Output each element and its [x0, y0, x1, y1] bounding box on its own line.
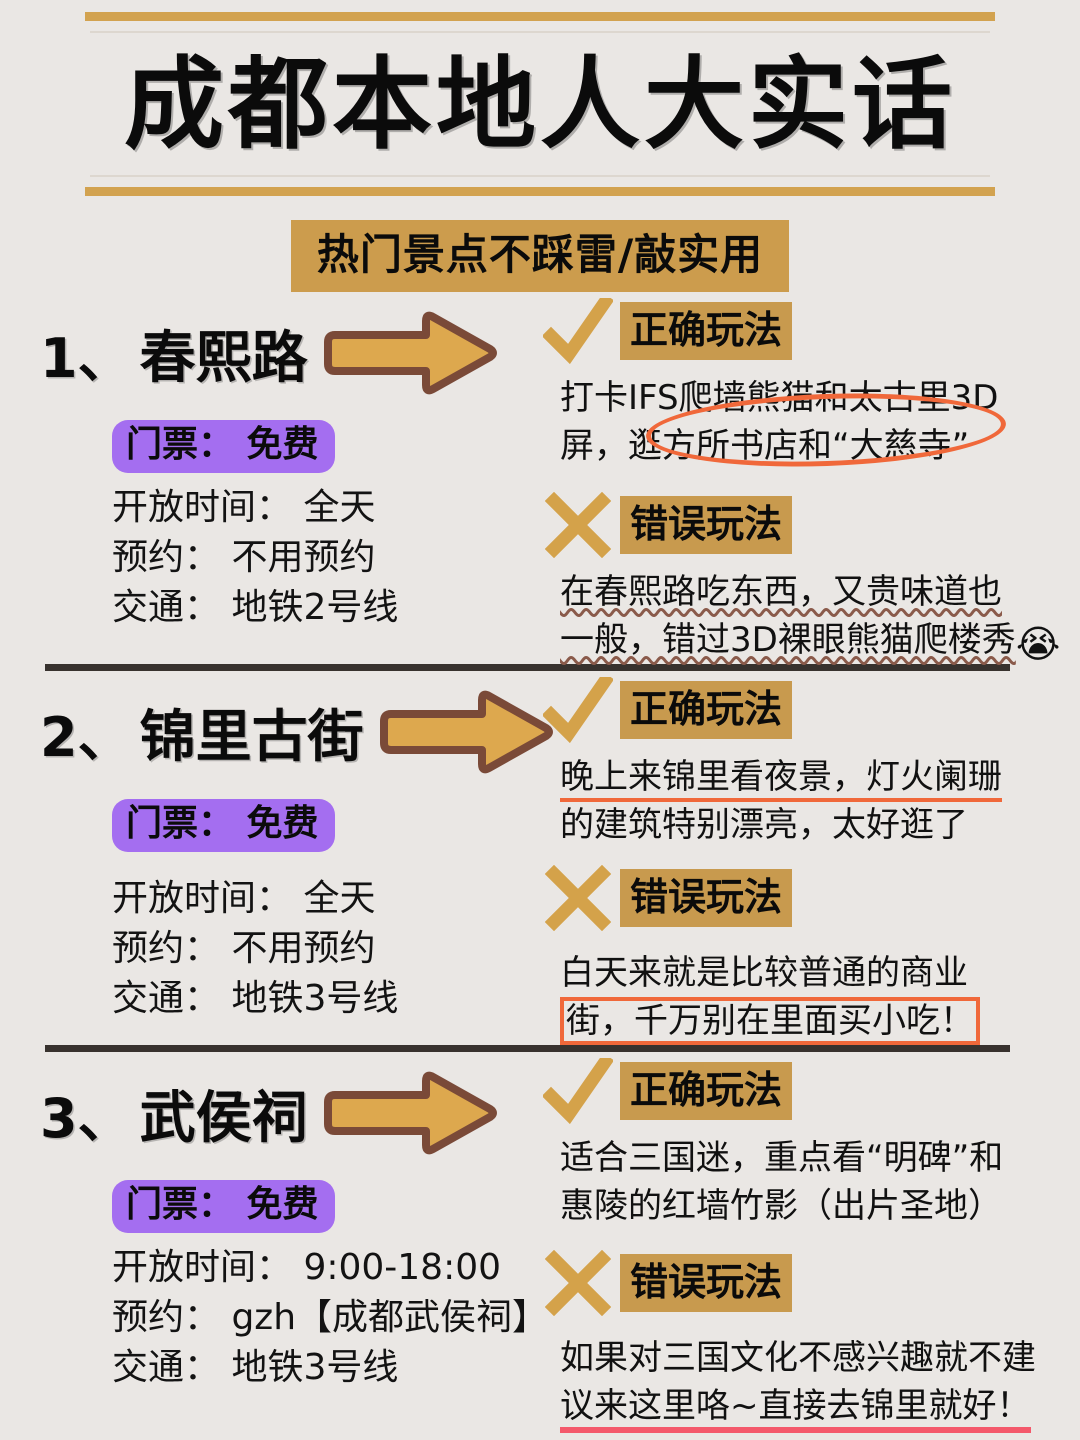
section-3-correct-row: 正确玩法	[536, 1052, 1080, 1130]
section-2-correct-line-0: 晚上来锦里看夜景，灯火阑珊	[560, 753, 1074, 802]
section-1-wrong-badge: 错误玩法	[620, 496, 793, 554]
subtitle-badge: 热门景点不踩雷/敲实用	[290, 220, 790, 292]
section-1-name: 春熙路	[139, 325, 308, 391]
section-1-wrong-text: 在春熙路吃东西，又贵味道也 一般，错过3D裸眼熊猫爬楼秀😭	[536, 568, 1080, 664]
section-2-ticket-badge: 门票： 免费	[112, 799, 335, 852]
section-3-info-line-1: 预约： gzh【成都武侯祠】	[112, 1297, 549, 1338]
section-1-correct-text: 打卡IFS爬墙熊猫和太古里3D 屏，逛方所书店和“大慈寺”	[536, 374, 1080, 473]
header-rule-bottom-thin	[90, 175, 990, 177]
header-rule-bottom-thick	[85, 187, 995, 196]
section-2-wrong-text: 白天来就是比较普通的商业 街，千万别在里面买小吃！	[536, 949, 1080, 1045]
section-1-wrong-line-1: 一般，错过3D裸眼熊猫爬楼秀😭	[560, 616, 1074, 664]
section-divider-2	[45, 1045, 1010, 1052]
header-rule-top-thin	[90, 31, 990, 33]
cross-mark-icon	[536, 492, 620, 558]
section-2-info: 门票： 免费 开放时间： 全天 预约： 不用预约 交通： 地铁3号线	[112, 799, 528, 1024]
subtitle-container: 热门景点不踩雷/敲实用	[0, 220, 1080, 292]
section-3-correct-text: 适合三国迷，重点看“明碑”和 惠陵的红墙竹影（出片圣地）	[536, 1134, 1080, 1230]
check-mark-icon	[536, 1058, 620, 1124]
section-2-correct-line-0-text: 晚上来锦里看夜景，灯火阑珊	[560, 757, 1002, 802]
right-arrow-icon	[323, 311, 497, 395]
section-1-wrong-row: 错误玩法	[536, 486, 1080, 564]
section-3-right: 正确玩法 适合三国迷，重点看“明碑”和 惠陵的红墙竹影（出片圣地） 错误玩法 如…	[528, 1052, 1080, 1433]
section-1-info: 门票： 免费 开放时间： 全天 预约： 不用预约 交通： 地铁2号线	[112, 420, 528, 633]
section-3-wrong-line-1: 议来这里咯~直接去锦里就好！	[560, 1382, 1074, 1433]
crying-face-emoji: 😭	[1015, 622, 1061, 666]
section-1-correct-line-0: 打卡IFS爬墙熊猫和太古里3D	[560, 378, 999, 418]
section-3-ticket-badge: 门票： 免费	[112, 1180, 335, 1233]
section-2-name: 锦里古街	[139, 704, 364, 770]
section-2-correct-line-1: 的建筑特别漂亮，太好逛了	[560, 805, 968, 845]
section-2-wrong-line-1: 街，千万别在里面买小吃！	[560, 997, 1074, 1045]
section-2-info-line-2: 交通： 地铁3号线	[112, 978, 399, 1019]
section-2-wrong-badge: 错误玩法	[620, 869, 793, 927]
section-3-wrong-row: 错误玩法	[536, 1244, 1080, 1322]
section-3-wrong-line-0: 如果对三国文化不感兴趣就不建	[560, 1338, 1036, 1378]
section-1-ticket-badge: 门票： 免费	[112, 420, 335, 473]
section-2-right: 正确玩法 晚上来锦里看夜景，灯火阑珊 的建筑特别漂亮，太好逛了 错误玩法 白天来…	[528, 671, 1080, 1045]
header-rule-gap-bottom	[0, 177, 1080, 187]
section-3: 3、 武侯祠 门票： 免费 开放时间： 9:00-18:00 预约： gzh【成…	[0, 1052, 1080, 1433]
header-rule-gap-top	[0, 21, 1080, 31]
section-2-correct-text: 晚上来锦里看夜景，灯火阑珊 的建筑特别漂亮，太好逛了	[536, 753, 1080, 849]
section-3-wrong-badge: 错误玩法	[620, 1254, 793, 1312]
section-3-info-line-2: 交通： 地铁3号线	[112, 1347, 399, 1388]
section-1-info-line-0: 开放时间： 全天	[112, 487, 376, 528]
section-3-correct-badge: 正确玩法	[620, 1062, 793, 1120]
section-3-number: 3、	[40, 1086, 132, 1150]
section-1-wrong-line-1-text: 一般，错过3D裸眼熊猫爬楼秀	[560, 620, 1016, 660]
section-2: 2、 锦里古街 门票： 免费 开放时间： 全天 预约： 不用预约 交通： 地铁3…	[0, 671, 1080, 1045]
section-1-heading: 1、 春熙路	[40, 310, 528, 396]
section-divider-1	[45, 664, 1010, 671]
section-1-wrong-line-0: 在春熙路吃东西，又贵味道也	[560, 568, 1074, 616]
section-1-wrong-line-0-text: 在春熙路吃东西，又贵味道也	[560, 572, 1002, 612]
section-3-correct-line-1: 惠陵的红墙竹影（出片圣地）	[560, 1186, 1002, 1226]
section-2-wrong-line-0: 白天来就是比较普通的商业	[560, 953, 968, 993]
section-3-info: 门票： 免费 开放时间： 9:00-18:00 预约： gzh【成都武侯祠】 交…	[112, 1180, 549, 1393]
section-1: 1、 春熙路 门票： 免费 开放时间： 全天 预约： 不用预约 交通： 地铁2号…	[0, 292, 1080, 664]
section-2-heading: 2、 锦里古街	[40, 689, 553, 775]
section-1-right: 正确玩法 打卡IFS爬墙熊猫和太古里3D 屏，逛方所书店和“大慈寺” 错误玩法 …	[528, 292, 1080, 664]
section-3-heading: 3、 武侯祠	[40, 1070, 528, 1156]
right-arrow-icon	[379, 690, 553, 774]
section-3-name: 武侯祠	[139, 1085, 308, 1151]
section-1-left: 1、 春熙路 门票： 免费 开放时间： 全天 预约： 不用预约 交通： 地铁2号…	[0, 292, 528, 664]
cross-mark-icon	[536, 865, 620, 931]
section-3-correct-line-0: 适合三国迷，重点看“明碑”和	[560, 1138, 1004, 1178]
check-mark-icon	[536, 677, 620, 743]
section-1-correct-badge: 正确玩法	[620, 302, 793, 360]
section-2-info-line-1: 预约： 不用预约	[112, 928, 376, 969]
right-arrow-icon	[323, 1071, 497, 1155]
section-3-wrong-line-1-text: 议来这里咯~直接去锦里就好！	[560, 1386, 1031, 1433]
section-2-wrong-row: 错误玩法	[536, 859, 1080, 937]
header-top-gap	[0, 0, 1080, 12]
check-mark-icon	[536, 298, 620, 364]
cross-mark-icon	[536, 1250, 620, 1316]
section-1-info-line-1: 预约： 不用预约	[112, 537, 376, 578]
section-2-left: 2、 锦里古街 门票： 免费 开放时间： 全天 预约： 不用预约 交通： 地铁3…	[0, 671, 553, 1045]
section-1-correct-line-1: 屏，逛方所书店和“大慈寺”	[560, 426, 970, 466]
section-3-info-line-0: 开放时间： 9:00-18:00	[112, 1247, 502, 1288]
section-1-info-line-2: 交通： 地铁2号线	[112, 587, 399, 628]
section-2-number: 2、	[40, 705, 132, 769]
section-2-wrong-line-1-text: 街，千万别在里面买小吃！	[560, 997, 980, 1045]
section-1-correct-row: 正确玩法	[536, 292, 1080, 370]
page-title: 成都本地人大实话	[124, 46, 956, 163]
section-2-correct-row: 正确玩法	[536, 671, 1080, 749]
section-3-left: 3、 武侯祠 门票： 免费 开放时间： 9:00-18:00 预约： gzh【成…	[0, 1052, 549, 1430]
section-2-info-line-0: 开放时间： 全天	[112, 878, 376, 919]
section-3-wrong-text: 如果对三国文化不感兴趣就不建 议来这里咯~直接去锦里就好！	[536, 1334, 1080, 1433]
page-header: 成都本地人大实话 热门景点不踩雷/敲实用	[0, 0, 1080, 292]
header-rule-top-thick	[85, 12, 995, 21]
section-2-correct-badge: 正确玩法	[620, 681, 793, 739]
section-1-number: 1、	[40, 326, 132, 390]
